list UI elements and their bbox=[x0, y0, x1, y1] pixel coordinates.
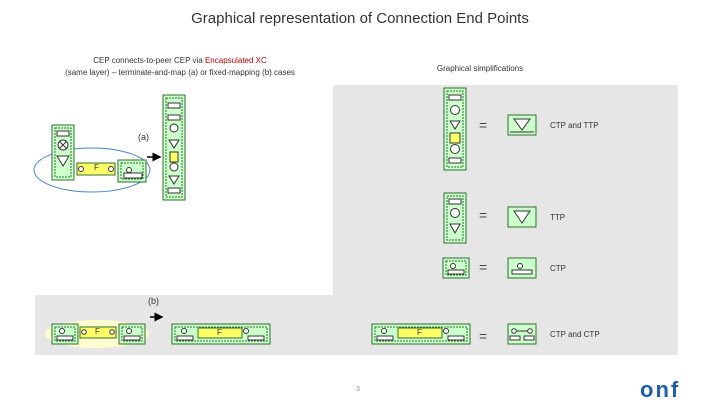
fc-letter-simplified: F bbox=[417, 328, 422, 337]
equals-ctp-ctp: = bbox=[479, 328, 488, 344]
case-a-group bbox=[33, 94, 186, 201]
case-b-label: (b) bbox=[148, 296, 159, 306]
fc-letter-b: F bbox=[95, 327, 100, 336]
case-b-group bbox=[45, 312, 271, 348]
fc-letter-b-result: F bbox=[217, 328, 222, 337]
simplification-ctp-ttp bbox=[443, 87, 537, 171]
fc-letter-a: F bbox=[94, 163, 99, 172]
label-ctp-and-ctp: CTP and CTP bbox=[550, 330, 600, 339]
left-caption-prefix: CEP connects-to-peer CEP via bbox=[93, 56, 205, 65]
label-ttp: TTP bbox=[550, 213, 566, 222]
case-a-label: (a) bbox=[138, 132, 149, 142]
logo-text: onf bbox=[640, 377, 680, 402]
left-caption-line2: (same layer) – terminate-and-map (a) or … bbox=[65, 68, 295, 77]
equals-ctp: = bbox=[479, 259, 488, 275]
right-caption: Graphical simplifications bbox=[436, 64, 524, 73]
case-a-outline bbox=[33, 147, 151, 193]
equals-ttp: = bbox=[479, 207, 488, 223]
case-a-result-stack bbox=[162, 94, 186, 201]
page-number: 3 bbox=[356, 386, 360, 393]
onf-logo-icon: onf bbox=[640, 377, 680, 402]
label-ctp: CTP bbox=[550, 264, 566, 273]
label-ctp-and-ttp: CTP and TTP bbox=[550, 121, 599, 130]
simplification-ttp bbox=[443, 192, 537, 244]
page-title: Graphical representation of Connection E… bbox=[191, 10, 529, 27]
encapsulated-xc-highlight: Encapsulated XC bbox=[204, 56, 267, 65]
simplification-panel-top bbox=[333, 85, 678, 295]
left-caption-line1: CEP connects-to-peer CEP via Encapsulate… bbox=[35, 55, 325, 67]
left-caption: CEP connects-to-peer CEP via Encapsulate… bbox=[35, 55, 325, 79]
simplification-ctp-ctp bbox=[371, 323, 537, 345]
case-a-right-ctp bbox=[117, 159, 147, 183]
simplification-ctp bbox=[442, 257, 537, 279]
equals-ctp-ttp: = bbox=[479, 117, 488, 133]
case-a-left-stack bbox=[51, 124, 75, 181]
case-a-fc bbox=[76, 162, 116, 176]
